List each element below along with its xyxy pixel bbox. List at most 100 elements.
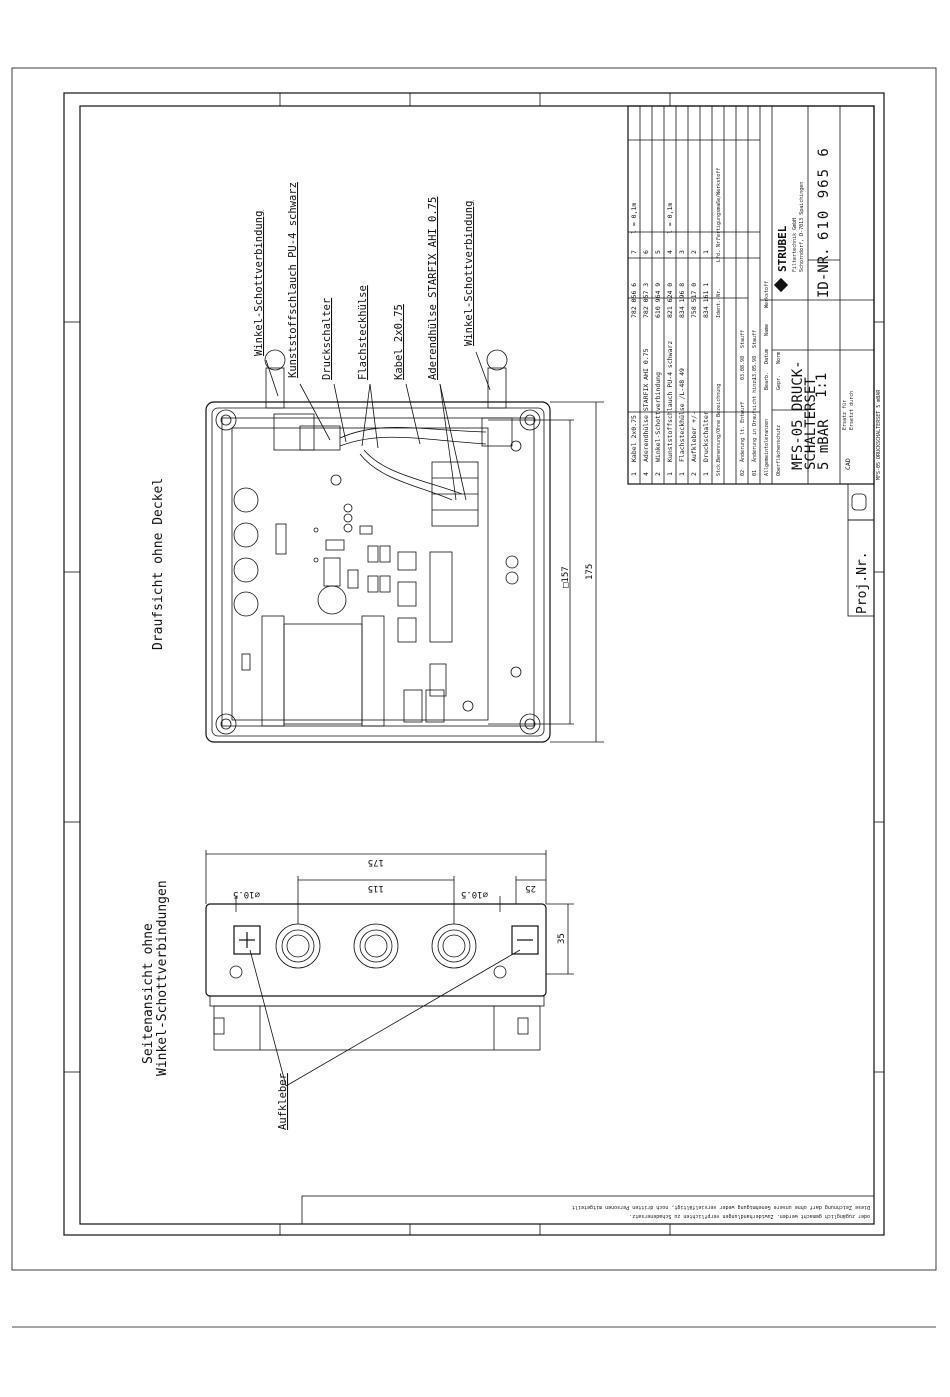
top-view-dimensions: □157 175	[488, 401, 604, 743]
label-cad: CAD	[844, 458, 852, 470]
footer-notice-box: Diese Zeichnung darf ohne unsere Genehmi…	[301, 1195, 875, 1225]
id-number-label: ID-NR.	[816, 247, 832, 298]
dim-side-overall: 175	[368, 857, 384, 867]
revision-02-rev: 02	[740, 470, 746, 476]
callout-aufkleber: Aufkleber	[277, 1073, 289, 1130]
label-drawn: Bearb.	[764, 372, 770, 390]
drawing-title-line-3: 5 mBAR	[816, 419, 832, 470]
label-name: Name	[764, 324, 770, 336]
dim-side-edge: 25	[525, 883, 536, 893]
parts-row-5-item: 3	[678, 250, 686, 254]
parts-row-5-qty: 1	[678, 472, 686, 476]
parts-row-3-qty: 2	[654, 472, 662, 476]
dim-hole-right: ⌀10.5	[461, 889, 488, 899]
parts-row-4-note: l = 0,1m	[666, 203, 674, 234]
revision-02-name: Stauff	[740, 330, 746, 348]
parts-header-material: Fertigungsmaße/Werkstoff	[716, 168, 722, 240]
parts-row-1-item: 7	[630, 250, 638, 254]
parts-row-2-item: 6	[642, 250, 650, 254]
side-view-dimensions: 175 115 25 35 ⌀10.5 ⌀10.5	[205, 850, 574, 975]
company-line-1: Filtertechnik GmbH	[792, 218, 798, 272]
parts-row-1-name: Kabel 2x0.75	[630, 415, 638, 462]
callout-winkel-schottverbindung-1: Winkel-Schottverbindung	[253, 211, 265, 356]
dim-top-square: □157	[561, 566, 571, 588]
side-view-title-line-2: Winkel-Schottverbindungen	[155, 880, 170, 1076]
revision-02-text: Änderung lt. Entwurf	[739, 402, 746, 462]
side-view-title-group: Seitenansicht ohne Winkel-Schottverbindu…	[141, 880, 170, 1076]
revision-01-name: Stauff	[752, 330, 758, 348]
callout-winkel-schottverbindung-2: Winkel-Schottverbindung	[463, 201, 475, 346]
id-number: 610 965 6	[816, 146, 832, 240]
top-view-title-group: Draufsicht ohne Deckel	[151, 478, 166, 650]
parts-row-6-qty: 2	[690, 472, 698, 476]
parts-row-3-name: Winkel-Schottverbindung	[654, 372, 662, 462]
drawing-title-line-2: SCHALTERSET	[803, 377, 819, 470]
label-date: Datum	[764, 349, 770, 364]
parts-row-3-part: 610 964 9	[654, 283, 662, 318]
title-block: 1 Kabel 2x0.75 782 056 6 7 l = 0,1m 4 Ad…	[627, 105, 882, 485]
label-replaced: Ersetzt durch	[849, 391, 855, 430]
revision-02-date: 03.08.98	[740, 356, 746, 380]
drawing-border-outer	[63, 92, 885, 1236]
top-view-housing	[205, 349, 551, 743]
label-created: Ersatz für	[842, 400, 848, 430]
project-number-box: Proj.Nr.	[847, 519, 875, 617]
revision-01-text: Änderung in Draufsicht hinzu	[751, 378, 758, 462]
parts-row-6-part: 758 517 0	[690, 283, 698, 318]
parts-row-7-qty: 1	[702, 472, 710, 476]
label-general-tolerances: Allgemeintoleranzen	[764, 419, 770, 476]
drawing-scale: 1:1	[814, 373, 830, 398]
dim-hole-left: ⌀10.5	[233, 889, 260, 899]
side-view-callout: Aufkleber	[249, 949, 521, 1130]
parts-header-item: Lfd. Nr.	[716, 238, 722, 262]
revision-01-date: 13.05.98	[752, 356, 758, 380]
label-norm: Norm	[776, 352, 782, 364]
parts-header-name: Benennung/Ohne Bezeichnung	[716, 384, 722, 462]
parts-row-7-part: 834 161 1	[702, 283, 710, 318]
parts-row-4-qty: 1	[666, 472, 674, 476]
border-grid-ticks	[64, 93, 884, 1235]
footer-notice-line-2: oder zugänglich gemacht werden. Zuwiderh…	[629, 1213, 870, 1219]
side-view-housing	[205, 903, 547, 1051]
revision-01-rev: 01	[752, 470, 758, 476]
dim-side-height: 35	[557, 933, 567, 944]
drawing-border-inner	[79, 105, 875, 1225]
parts-row-4-name: Kunststoffschlauch PU-4 schwarz	[666, 341, 674, 462]
parts-row-4-part: 821 624 0	[666, 283, 674, 318]
dim-side-pitch: 115	[368, 883, 384, 893]
callout-flachsteckhuelse: Flachsteckhülse	[357, 285, 369, 380]
parts-row-2-name: Aderendhülse STARFIX AHI 0.75	[642, 348, 650, 462]
label-checked: Gepr.	[776, 375, 782, 390]
parts-row-2-qty: 4	[642, 472, 650, 476]
parts-row-6-item: 2	[690, 250, 698, 254]
callout-kunststoffschlauch: Kunststoffschlauch PU-4 schwarz	[287, 182, 299, 378]
callout-aderendhuelse: Aderendhülse STARFIX AHI 0.75	[427, 197, 439, 380]
dim-top-overall: 175	[585, 564, 595, 580]
drawing-title-line-1: MFS-05 DRUCK-	[790, 360, 806, 470]
label-surface: Oberflächenschutz	[776, 425, 782, 476]
plus-sticker-icon	[233, 925, 261, 955]
footer-notice-line-1: Diese Zeichnung darf ohne unsere Genehmi…	[572, 1204, 870, 1210]
parts-row-2-part: 782 057 3	[642, 283, 650, 318]
project-number-label: Proj.Nr.	[855, 551, 870, 614]
top-view-title: Draufsicht ohne Deckel	[151, 478, 166, 650]
parts-header-part: Ident.-Nr.	[716, 288, 722, 318]
label-material: Werkstoff	[764, 281, 770, 308]
parts-row-7-item: 1	[702, 250, 710, 254]
sheet-code: MFS-05 DRUCKSCHALTERSET 5 mBAR	[876, 389, 882, 480]
projection-symbol	[847, 483, 875, 521]
parts-row-1-part: 782 056 6	[630, 283, 638, 318]
minus-sticker-icon	[511, 925, 539, 955]
outer-frame	[11, 67, 937, 1271]
company-line-2: Schorndorf, D-7013 Spaichingen	[799, 182, 805, 272]
parts-row-1-qty: 1	[630, 472, 638, 476]
callout-kabel: Kabel 2x0.75	[393, 304, 405, 380]
parts-row-5-name: Flachsteckhülse /L-48 49	[678, 368, 686, 462]
parts-row-1-note: l = 0,1m	[630, 203, 638, 234]
parts-row-4-item: 4	[666, 250, 674, 254]
callout-druckschalter: Druckschalter	[321, 298, 333, 380]
company-logo-text: STRUBEL	[776, 225, 789, 272]
parts-row-5-part: 834 196 8	[678, 283, 686, 318]
top-view-callouts: Winkel-Schottverbindung Kunststoffschlau…	[253, 182, 491, 501]
